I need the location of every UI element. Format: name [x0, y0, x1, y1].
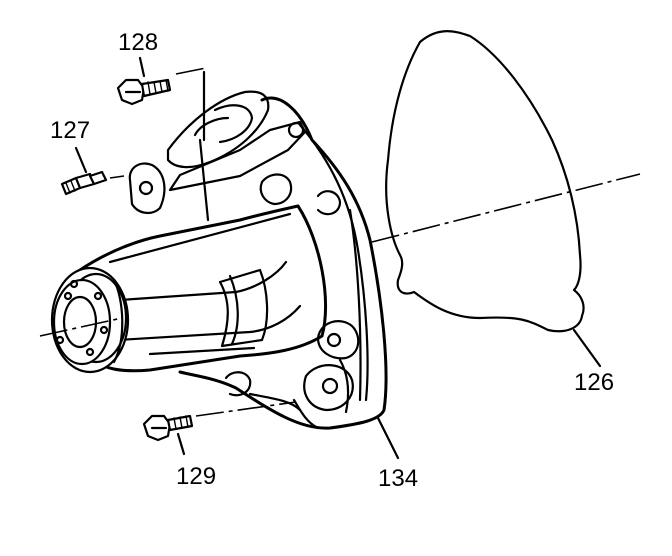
bolt-129	[142, 414, 194, 442]
bolt-128	[116, 78, 172, 106]
callout-126: 126	[574, 369, 614, 396]
assembly-lines	[39, 67, 641, 417]
leader-lines	[74, 56, 602, 460]
callout-134: 134	[378, 465, 418, 492]
gasket-126	[385, 30, 585, 333]
callout-127: 127	[50, 117, 90, 144]
callout-129: 129	[176, 463, 216, 490]
stud-127	[60, 170, 108, 196]
extension-housing-134	[50, 90, 388, 430]
callout-128: 128	[118, 29, 158, 56]
